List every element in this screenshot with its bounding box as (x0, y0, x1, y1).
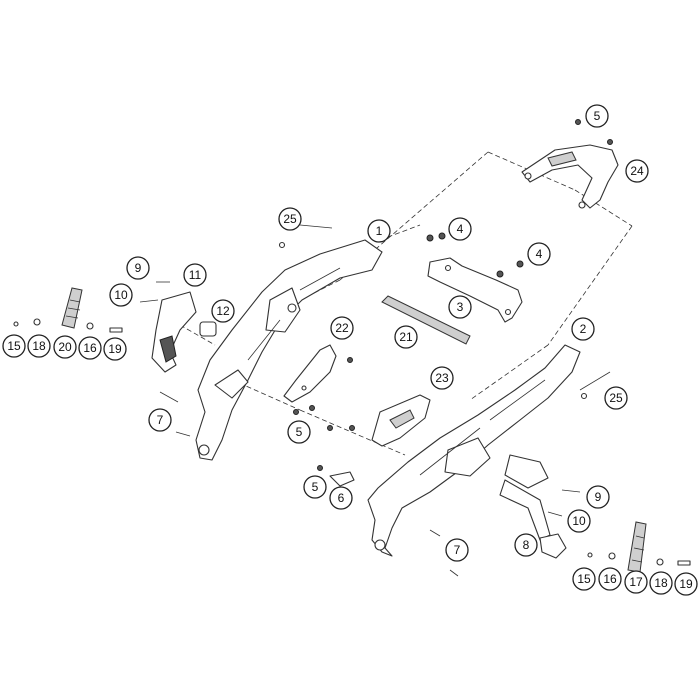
callout-c7a: 7 (148, 408, 172, 432)
hardware-parts (13, 119, 691, 577)
callout-c16a: 16 (78, 336, 102, 360)
svg-text:18: 18 (32, 339, 46, 353)
svg-text:5: 5 (594, 109, 601, 123)
callout-c2: 2 (571, 317, 595, 341)
callout-c25b: 25 (604, 386, 628, 410)
callout-c21: 21 (394, 325, 418, 349)
callout-labels: 1 2 3 4 4 5 5 5 6 7 7 8 9 9 10 10 11 12 … (2, 104, 698, 596)
callout-c18b: 18 (649, 571, 673, 595)
callout-c4b: 4 (527, 242, 551, 266)
callout-c18a: 18 (27, 334, 51, 358)
callout-c6: 6 (329, 486, 353, 510)
callout-c7b: 7 (445, 538, 469, 562)
callout-c3: 3 (448, 295, 472, 319)
svg-text:3: 3 (457, 300, 464, 314)
svg-text:6: 6 (338, 491, 345, 505)
callout-c25a: 25 (278, 207, 302, 231)
svg-text:19: 19 (679, 577, 693, 591)
angled-bracket-23 (371, 394, 431, 447)
right-subframe-rail (367, 344, 581, 557)
svg-text:9: 9 (135, 261, 142, 275)
svg-text:5: 5 (312, 480, 319, 494)
svg-text:4: 4 (457, 222, 464, 236)
svg-text:15: 15 (577, 572, 591, 586)
svg-text:25: 25 (283, 212, 297, 226)
callout-c22: 22 (330, 316, 354, 340)
callout-c10a: 10 (109, 283, 133, 307)
svg-text:23: 23 (435, 371, 449, 385)
left-subframe-rail (195, 239, 383, 461)
svg-text:9: 9 (595, 490, 602, 504)
svg-text:19: 19 (108, 342, 122, 356)
left-footrest-hanger (151, 291, 217, 373)
svg-text:7: 7 (157, 413, 164, 427)
svg-text:10: 10 (114, 288, 128, 302)
plate-bracket-22 (283, 344, 337, 403)
right-footrest-hanger (539, 533, 567, 559)
callout-c1: 1 (367, 219, 391, 243)
rubber-strip (381, 295, 471, 345)
callout-c20: 20 (53, 335, 77, 359)
callout-c19b: 19 (674, 572, 698, 596)
callout-c10b: 10 (567, 509, 591, 533)
svg-text:10: 10 (572, 514, 586, 528)
svg-text:17: 17 (629, 575, 643, 589)
callout-c12: 12 (211, 299, 235, 323)
svg-text:7: 7 (454, 543, 461, 557)
svg-text:21: 21 (399, 330, 413, 344)
center-bracket-plate (427, 257, 523, 323)
svg-text:8: 8 (523, 538, 530, 552)
svg-text:5: 5 (296, 425, 303, 439)
callout-c24: 24 (625, 159, 649, 183)
callout-c9a: 9 (126, 256, 150, 280)
rear-carrier-bracket (521, 144, 619, 209)
svg-text:18: 18 (654, 576, 668, 590)
svg-text:11: 11 (189, 268, 202, 282)
svg-text:20: 20 (58, 340, 72, 354)
svg-text:15: 15 (7, 339, 21, 353)
callout-c4a: 4 (448, 217, 472, 241)
svg-text:24: 24 (630, 164, 644, 178)
callout-c16b: 16 (598, 567, 622, 591)
left-footpeg (61, 287, 83, 329)
callout-c5a: 5 (585, 104, 609, 128)
svg-text:25: 25 (609, 391, 623, 405)
callout-c11: 11 (183, 263, 207, 287)
svg-text:16: 16 (603, 572, 617, 586)
callout-c8: 8 (514, 533, 538, 557)
clip-6 (329, 471, 355, 487)
callout-c19a: 19 (103, 337, 127, 361)
svg-text:1: 1 (376, 224, 383, 238)
svg-text:12: 12 (216, 304, 230, 318)
callout-c15b: 15 (572, 567, 596, 591)
svg-text:4: 4 (536, 247, 543, 261)
callout-c23: 23 (430, 366, 454, 390)
right-footpeg (627, 521, 647, 573)
callout-c5b: 5 (287, 420, 311, 444)
callout-c5c: 5 (303, 475, 327, 499)
svg-text:2: 2 (580, 322, 587, 336)
callout-c9b: 9 (586, 485, 610, 509)
callout-c17: 17 (624, 570, 648, 594)
svg-text:16: 16 (83, 341, 97, 355)
svg-text:22: 22 (335, 321, 349, 335)
callout-c15a: 15 (2, 334, 26, 358)
